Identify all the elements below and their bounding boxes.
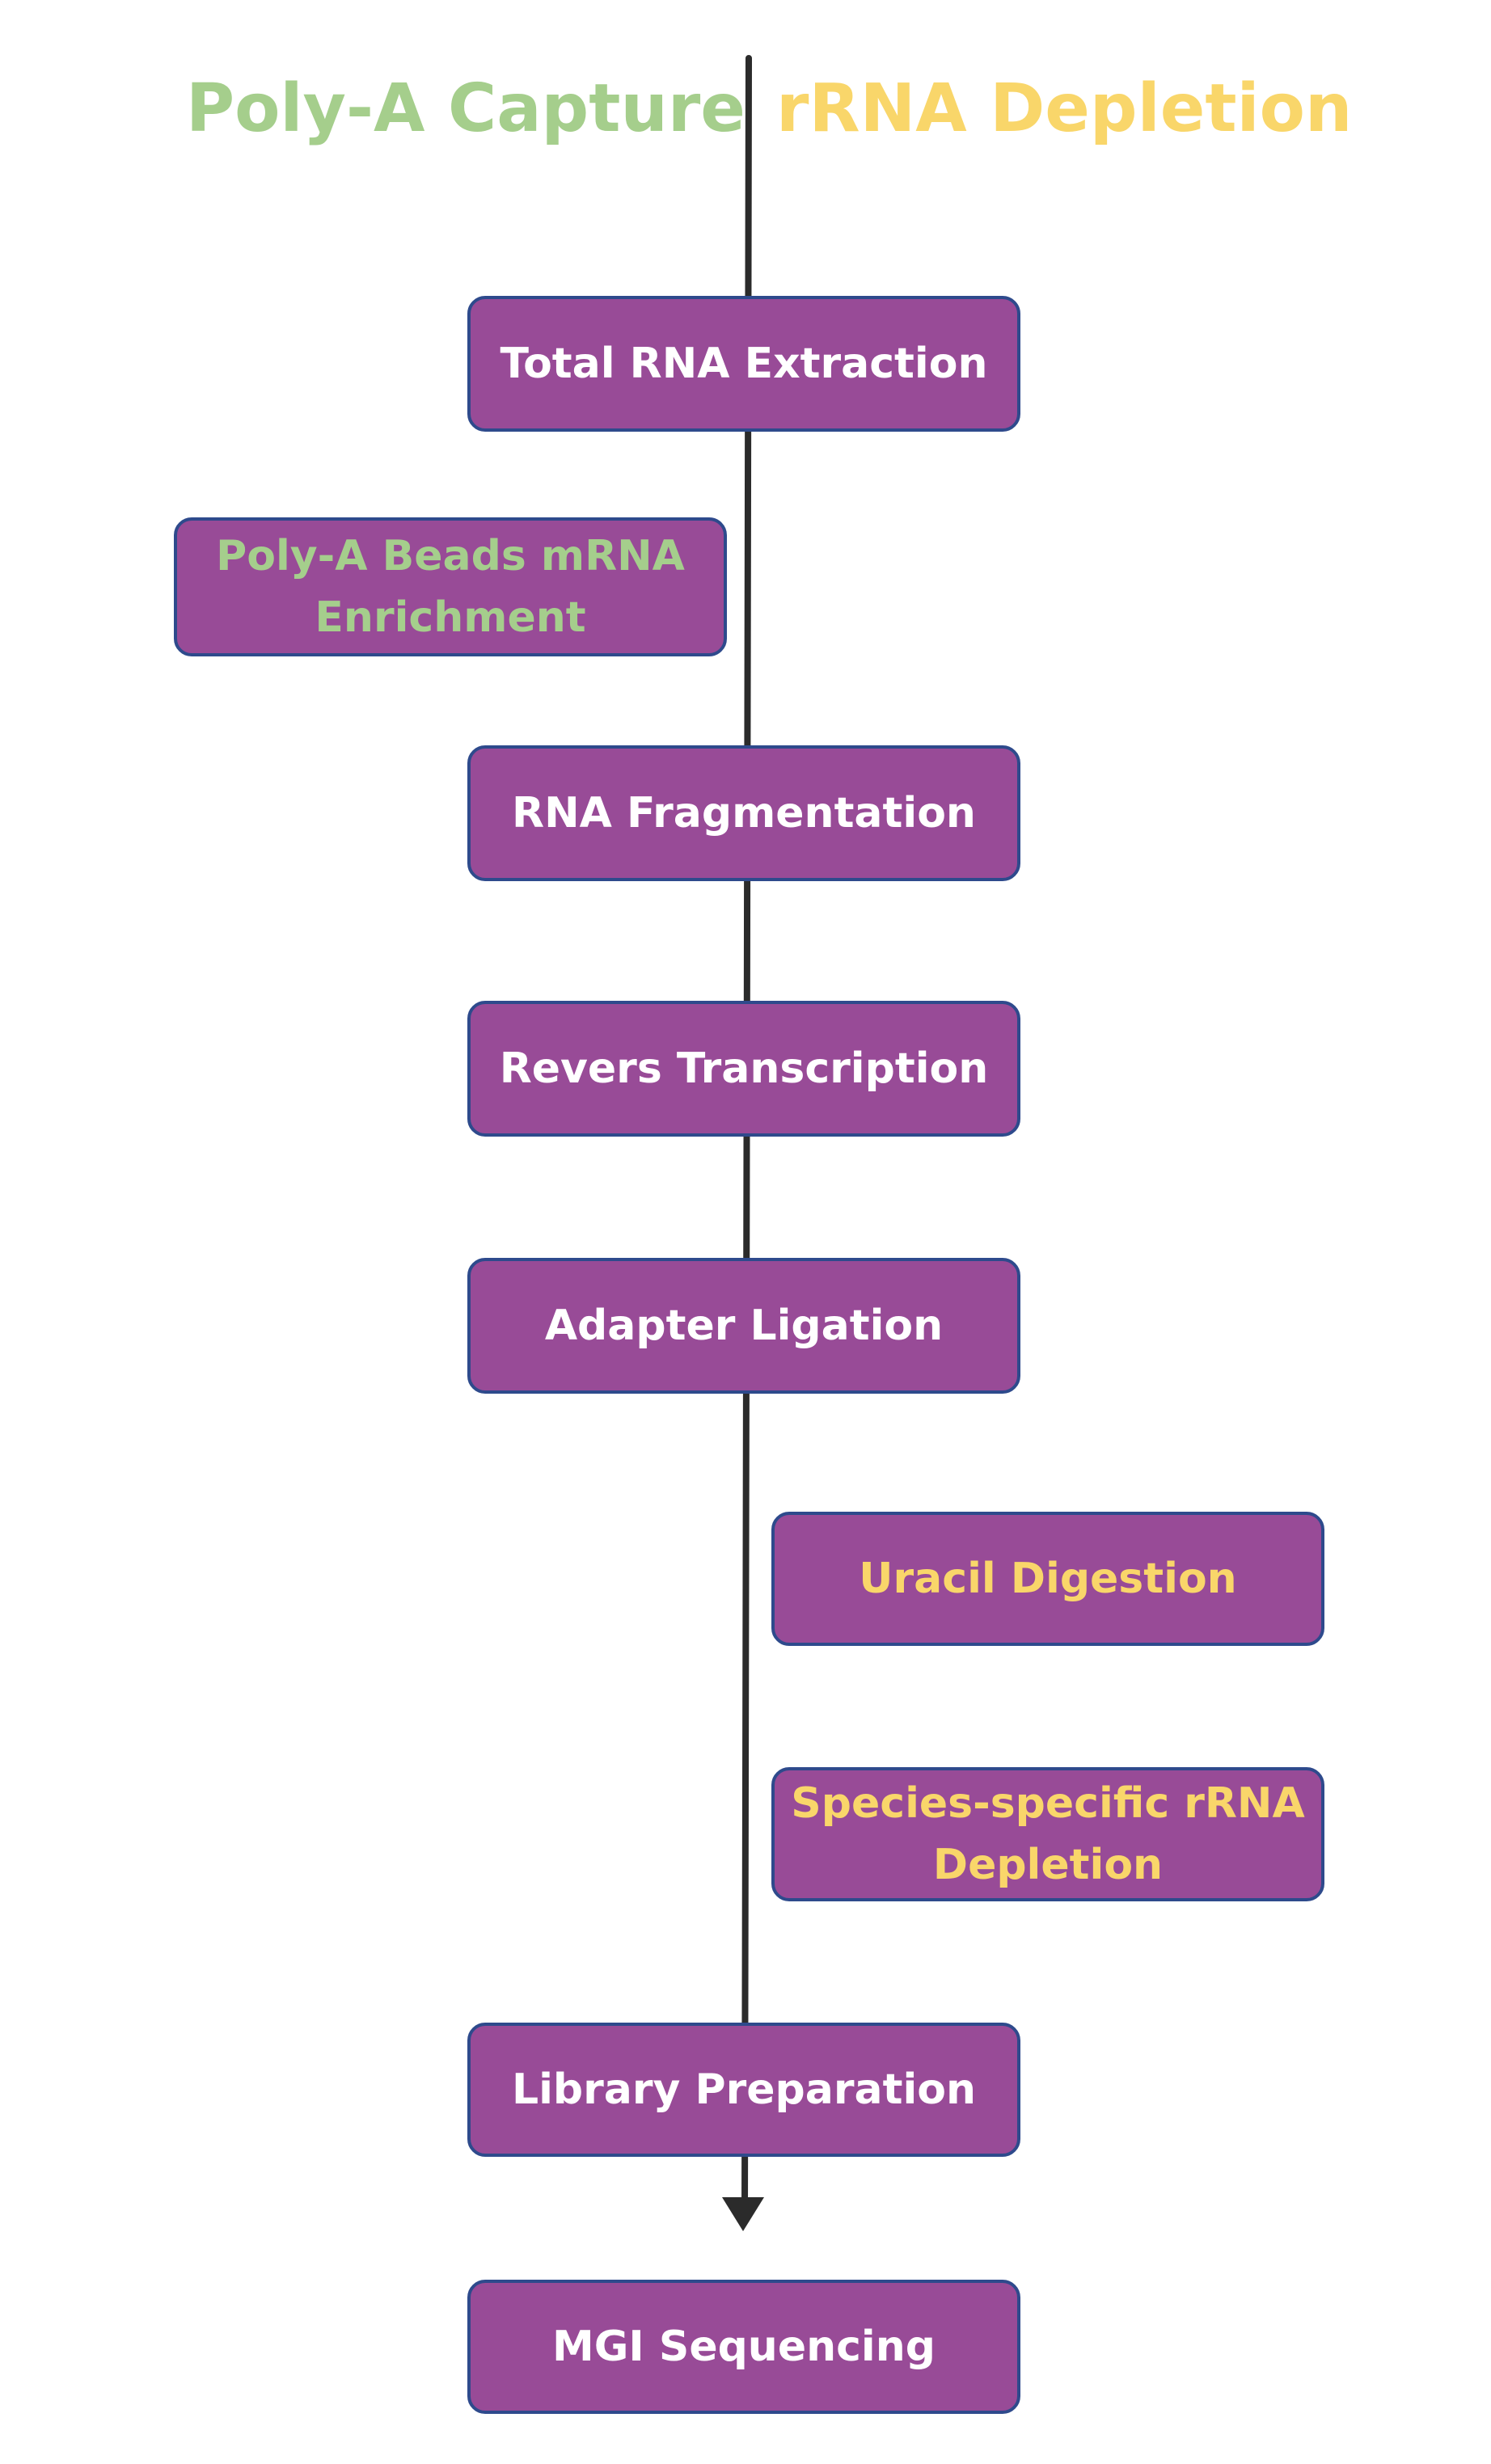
rna-fragmentation-step: RNA Fragmentation xyxy=(467,745,1020,881)
rna-fragmentation-label: RNA Fragmentation xyxy=(512,789,976,838)
poly-a-capture-heading: Poly-A Capture xyxy=(186,70,746,147)
uracil-digestion-step: Uracil Digestion xyxy=(771,1512,1324,1646)
arrow-head-icon xyxy=(722,2197,764,2231)
species-specific-rrna-depletion-step: Species-specific rRNA Depletion xyxy=(771,1767,1324,1901)
library-preparation-label: Library Preparation xyxy=(511,2065,977,2114)
species-depletion-label-line2: Depletion xyxy=(932,1841,1164,1889)
library-preparation-step: Library Preparation xyxy=(467,2023,1020,2157)
adapter-ligation-label: Adapter Ligation xyxy=(544,1302,944,1350)
total-rna-extraction-label: Total RNA Extraction xyxy=(500,340,988,388)
adapter-ligation-step: Adapter Ligation xyxy=(467,1258,1020,1394)
mgi-sequencing-step: MGI Sequencing xyxy=(467,2280,1020,2414)
uracil-digestion-label: Uracil Digestion xyxy=(859,1555,1237,1603)
reverse-transcription-label: Revers Transcription xyxy=(499,1044,989,1093)
reverse-transcription-step: Revers Transcription xyxy=(467,1001,1020,1137)
poly-a-enrichment-step: Poly-A Beads mRNA Enrichment xyxy=(174,517,727,656)
poly-a-enrichment-label-line1: Poly-A Beads mRNA xyxy=(216,532,685,580)
total-rna-extraction-step: Total RNA Extraction xyxy=(467,296,1020,432)
rrna-depletion-heading: rRNA Depletion xyxy=(776,70,1353,147)
species-depletion-label-line1: Species-specific rRNA xyxy=(791,1779,1305,1828)
poly-a-enrichment-label-line2: Enrichment xyxy=(315,593,586,642)
mgi-sequencing-label: MGI Sequencing xyxy=(551,2323,936,2371)
